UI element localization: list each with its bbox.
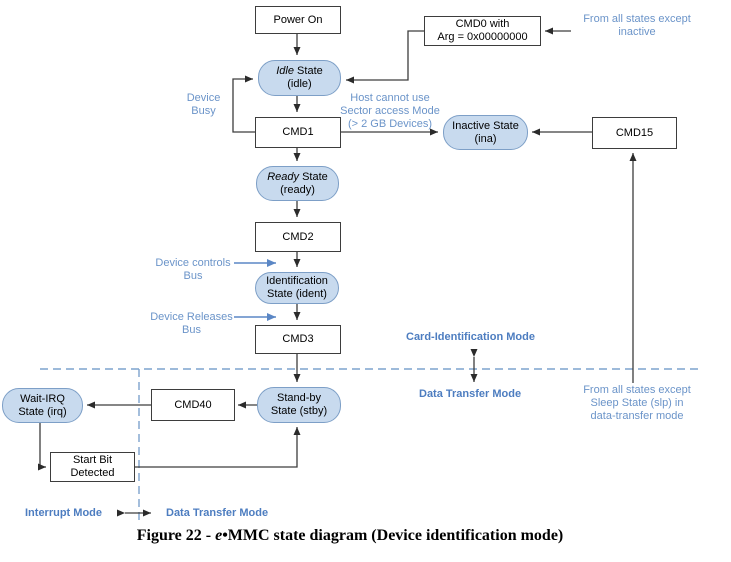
ready-state-name-rest: State: [299, 170, 328, 183]
identification-state-node: Identification State (ident): [255, 272, 339, 304]
from-all-states-except-inactive-label: From all states except inactive: [583, 13, 691, 38]
idle-state-name-rest: State: [294, 65, 323, 77]
device-controls-bus-label: Device controls Bus: [155, 257, 231, 282]
start-bit-detected-box: Start Bit Detected: [50, 452, 135, 482]
figure-caption-prefix: Figure 22 -: [136, 527, 216, 544]
standby-state-line1: Stand-by: [276, 392, 322, 404]
wait-irq-state-node: Wait-IRQ State (irq): [2, 388, 83, 423]
from-all-states-except-sleep-label: From all states except Sleep State (slp)…: [583, 384, 691, 422]
interrupt-mode-label: Interrupt Mode: [25, 507, 102, 519]
standby-state-node: Stand-by State (stby): [257, 387, 341, 423]
connector-startbit-to-stby: [135, 427, 301, 468]
device-releases-bus-label: Device Releases Bus: [150, 311, 233, 336]
host-cannot-use-sector-access-label: Host cannot use Sector access Mode (> 2 …: [340, 92, 440, 130]
cmd15-box: CMD15: [592, 117, 677, 149]
data-transfer-mode-label-right: Data Transfer Mode: [419, 388, 522, 400]
ready-state-name-emph: Ready: [267, 170, 300, 183]
idle-state-sub: (idle): [287, 78, 312, 90]
figure-caption-rest: •MMC state diagram (Device identificatio…: [222, 527, 564, 544]
connector-irq-to-startbit: [38, 423, 46, 471]
cmd1-label: CMD1: [282, 126, 314, 138]
ready-state-sub: (ready): [280, 183, 315, 196]
cmd2-box: CMD2: [255, 222, 341, 252]
cmd2-label: CMD2: [282, 230, 314, 243]
card-identification-mode-label: Card-Identification Mode: [406, 331, 535, 343]
power-on-label: Power On: [273, 13, 323, 26]
cmd40-box: CMD40: [151, 389, 235, 421]
cmd0-box: CMD0 with Arg = 0x00000000: [424, 16, 541, 46]
cmd3-label: CMD3: [282, 333, 314, 345]
connector-cmd0-to-idle: [346, 30, 424, 84]
ready-state-node: Ready State (ready): [256, 166, 339, 201]
cmd3-box: CMD3: [255, 325, 341, 354]
cmd40-label: CMD40: [174, 398, 212, 411]
start-bit-label-line2: Detected: [70, 467, 115, 479]
wait-irq-state-line1: Wait-IRQ: [20, 392, 65, 405]
device-busy-label: Device Busy: [186, 92, 221, 117]
wait-irq-state-line2: State (irq): [18, 405, 67, 418]
inactive-state-line2: (ina): [474, 132, 497, 145]
idle-state-name-emph: Idle: [276, 65, 294, 77]
power-on-box: Power On: [255, 6, 341, 34]
cmd0-label-line1: CMD0 with: [455, 18, 510, 30]
identification-state-line2: State (ident): [267, 288, 327, 300]
connector-cmd1-loop-to-idle: [232, 75, 255, 133]
figure-caption-emph: e: [215, 527, 223, 544]
identification-state-line1: Identification: [266, 275, 328, 287]
figure-caption: Figure 22 - e•MMC state diagram (Device …: [0, 527, 700, 545]
idle-state-node: Idle State (idle): [258, 60, 341, 96]
standby-state-line2: State (stby): [270, 405, 328, 417]
cmd0-label-line2: Arg = 0x00000000: [437, 31, 528, 43]
inactive-state-node: Inactive State (ina): [443, 115, 528, 150]
cmd15-label: CMD15: [615, 126, 654, 139]
inactive-state-line1: Inactive State: [452, 119, 519, 132]
start-bit-label-line1: Start Bit: [72, 454, 113, 466]
data-transfer-mode-label-bottom: Data Transfer Mode: [166, 507, 269, 519]
cmd1-box: CMD1: [255, 117, 341, 148]
